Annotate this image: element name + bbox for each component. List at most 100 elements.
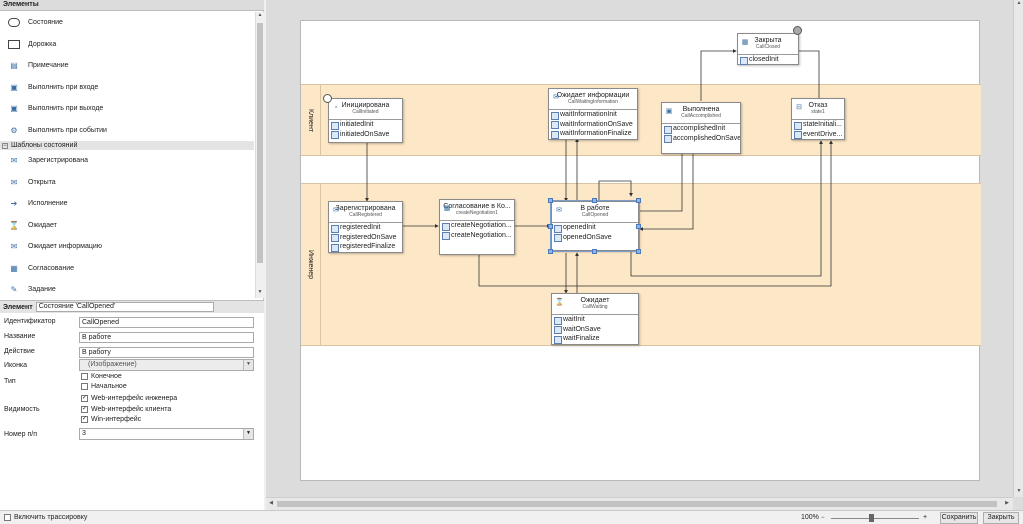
- zoom-slider[interactable]: − +: [821, 514, 929, 522]
- element-item-on-exit[interactable]: ▣ Выполнить при выходе: [0, 98, 254, 120]
- checkbox-unchecked-icon[interactable]: [81, 373, 88, 380]
- action-item[interactable]: accomplishedInit: [662, 124, 740, 134]
- scroll-thumb[interactable]: [257, 23, 263, 263]
- icon-field[interactable]: (Изображение) ▼: [79, 359, 254, 371]
- envelope-icon: ✉: [333, 207, 339, 214]
- order-field[interactable]: 3 ▼: [79, 428, 254, 440]
- template-item-registered[interactable]: ✉ Зарегистрирована: [0, 150, 254, 172]
- scroll-down-icon[interactable]: ▼: [257, 289, 263, 295]
- template-item-task[interactable]: ✎ Задание: [0, 279, 254, 297]
- node-closed[interactable]: ▦ Закрыта CallClosed closedInit: [737, 33, 799, 65]
- envelope-icon: ✉: [10, 156, 18, 166]
- checkmark-icon[interactable]: ✓: [81, 395, 88, 402]
- lane-client[interactable]: Клиент: [301, 84, 981, 156]
- resize-handle[interactable]: [636, 198, 641, 203]
- type-initial-checkbox[interactable]: Начальное: [81, 383, 127, 390]
- node-registered[interactable]: ✉ Зарегистрирована CallRegistered regist…: [328, 201, 403, 253]
- template-item-waiting-info[interactable]: ✉ Ожидает информацию: [0, 236, 254, 258]
- scroll-right-icon[interactable]: ▶: [1005, 500, 1009, 506]
- action-item[interactable]: eventDrive...: [792, 130, 844, 140]
- element-item-swimlane[interactable]: Дорожка: [0, 34, 254, 56]
- action-item[interactable]: accomplishedOnSave: [662, 134, 740, 144]
- zoom-thumb[interactable]: [868, 514, 874, 522]
- trace-checkbox[interactable]: Включить трассировку: [4, 514, 87, 521]
- properties-panel: Элемент Состояние 'CallOpened' Идентифик…: [0, 300, 264, 510]
- node-refused[interactable]: ⊟ Отказ state1 stateInitiali... eventDri…: [791, 98, 845, 140]
- elements-scrollbar[interactable]: ▲ ▼: [255, 12, 264, 298]
- resize-handle[interactable]: [592, 249, 597, 254]
- collapse-toggle-icon[interactable]: −: [2, 142, 8, 149]
- zoom-out-icon[interactable]: −: [821, 515, 825, 521]
- action-item[interactable]: waitInformationFinalize: [549, 129, 637, 139]
- node-negotiation[interactable]: ▦ Согласование в Ко... createNegotiation…: [439, 199, 515, 255]
- vis-engineer-checkbox[interactable]: ✓ Web-интерфейс инженера: [81, 395, 178, 402]
- lane-engineer[interactable]: Инженер: [301, 183, 981, 346]
- action-item[interactable]: initiatedOnSave: [329, 130, 402, 140]
- canvas-vertical-scrollbar[interactable]: ▲ ▼: [1013, 0, 1023, 497]
- action-item[interactable]: waitInit: [552, 315, 638, 325]
- checkbox-unchecked-icon[interactable]: [81, 383, 88, 390]
- resize-handle[interactable]: [548, 249, 553, 254]
- node-opened[interactable]: ✉ В работе CallOpened openedInit openedO…: [550, 200, 640, 252]
- order-dropdown-icon[interactable]: ▼: [243, 429, 253, 439]
- scroll-down-icon[interactable]: ▼: [1016, 488, 1022, 494]
- action-field[interactable]: В работу: [79, 347, 254, 358]
- action-item[interactable]: initiatedInit: [329, 120, 402, 130]
- hourglass-icon: ⌛: [9, 220, 19, 230]
- template-item-waiting[interactable]: ⌛ Ожидает: [9, 220, 57, 230]
- zoom-in-icon[interactable]: +: [923, 514, 928, 521]
- action-item[interactable]: waitFinalize: [552, 334, 638, 344]
- scroll-up-icon[interactable]: ▲: [1016, 0, 1022, 6]
- action-item[interactable]: waitInformationInit: [549, 110, 637, 120]
- element-item-on-event[interactable]: ⚙ Выполнить при событии: [0, 120, 254, 142]
- vis-client-checkbox[interactable]: ✓ Web-интерфейс клиента: [81, 406, 172, 413]
- resize-handle[interactable]: [592, 198, 597, 203]
- template-item-approval[interactable]: ▦ Согласование: [0, 258, 254, 280]
- name-field[interactable]: В работе: [79, 332, 254, 343]
- node-waiting[interactable]: ⌛ Ожидает CallWaiting waitInit waitOnSav…: [551, 293, 639, 345]
- action-item[interactable]: waitOnSave: [552, 325, 638, 335]
- resize-handle[interactable]: [636, 224, 641, 229]
- action-item[interactable]: openedOnSave: [552, 233, 638, 243]
- template-item-execution[interactable]: ➔ Исполнение: [0, 193, 254, 215]
- template-item-opened[interactable]: ✉ Открыта: [0, 172, 254, 194]
- vis-win-checkbox[interactable]: ✓ Win-интерфейс: [81, 416, 142, 423]
- scroll-thumb[interactable]: [277, 501, 997, 507]
- checkmark-icon[interactable]: ✓: [81, 416, 88, 423]
- node-initiated[interactable]: ▫ Инициирована CallInitiated initiatedIn…: [328, 98, 403, 143]
- status-bar: Включить трассировку 100% − + Сохранить …: [0, 510, 1023, 524]
- element-selector[interactable]: Состояние 'CallOpened': [35, 302, 214, 312]
- action-item[interactable]: createNegotiation...: [440, 221, 514, 231]
- type-final-checkbox[interactable]: Конечное: [81, 373, 122, 380]
- action-item[interactable]: registeredOnSave: [329, 233, 402, 243]
- zoom-track: [831, 518, 919, 519]
- element-item-on-enter[interactable]: ▣ Выполнить при входе: [0, 77, 254, 99]
- element-item-state[interactable]: Состояние: [0, 12, 254, 34]
- checkmark-icon[interactable]: ✓: [81, 406, 88, 413]
- action-item[interactable]: registeredFinalize: [329, 242, 402, 252]
- node-waiting-info[interactable]: ✉ Ожидает информации CallWaitingInformat…: [548, 88, 638, 140]
- close-button[interactable]: Закрыть: [983, 512, 1019, 524]
- action-item[interactable]: closedInit: [738, 55, 798, 65]
- save-button[interactable]: Сохранить: [940, 512, 978, 524]
- checkbox-unchecked-icon[interactable]: [4, 514, 11, 521]
- canvas-horizontal-scrollbar[interactable]: ◀ ▶: [266, 497, 1013, 510]
- action-item[interactable]: openedInit: [552, 223, 638, 233]
- element-item-note[interactable]: ▤ Примечание: [0, 55, 254, 77]
- id-field[interactable]: CallOpened: [79, 317, 254, 328]
- action-item[interactable]: stateInitiali...: [792, 120, 844, 130]
- action-item[interactable]: createNegotiation...: [440, 231, 514, 241]
- prop-row-id: Идентификатор: [4, 318, 56, 325]
- resize-handle[interactable]: [636, 249, 641, 254]
- templates-group-header[interactable]: − Шаблоны состояний: [0, 141, 254, 150]
- resize-handle[interactable]: [548, 224, 553, 229]
- icon-dropdown-icon[interactable]: ▼: [243, 360, 253, 370]
- scroll-left-icon[interactable]: ◀: [269, 500, 273, 506]
- info-envelope-icon: ✉: [10, 242, 18, 252]
- action-item[interactable]: registeredInit: [329, 223, 402, 233]
- diagram-page[interactable]: Клиент Инженер: [300, 20, 981, 481]
- scroll-up-icon[interactable]: ▲: [257, 12, 263, 18]
- node-accomplished[interactable]: ▣ Выполнена CallAccomplished accomplishe…: [661, 102, 741, 154]
- action-item[interactable]: waitInformationOnSave: [549, 120, 637, 130]
- resize-handle[interactable]: [548, 198, 553, 203]
